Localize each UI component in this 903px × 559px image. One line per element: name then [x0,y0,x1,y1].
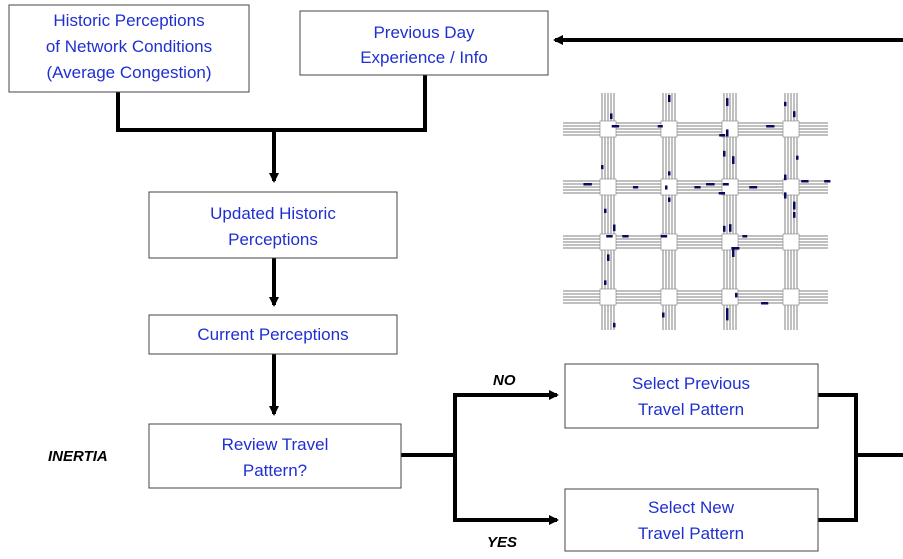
vehicle-mark [662,312,665,318]
intersection-node [782,288,800,306]
vehicle-mark [732,249,735,257]
node-updated-line-2: Perceptions [228,230,318,249]
vehicle-mark [632,186,639,189]
node-select-new-line-1: Select New [648,498,735,517]
label-inertia: INERTIA [48,448,108,465]
node-historic-perceptions: Historic Perceptions of Network Conditio… [8,4,250,93]
node-select-new-line-2: Travel Pattern [638,524,744,543]
vehicle-mark [722,183,729,186]
vehicle-mark [604,208,607,213]
label-yes: YES [487,534,517,551]
node-previous-day: Previous Day Experience / Info [299,10,549,76]
node-previous-day-line-1: Previous Day [373,23,475,42]
vehicle-mark [784,101,787,107]
vehicle-mark [731,247,740,250]
vehicle-mark [793,111,796,118]
vehicle-mark [793,212,796,218]
vehicle-mark [784,192,787,199]
vehicle-mark [732,156,735,165]
vehicle-mark [723,150,726,157]
node-select-previous: Select Previous Travel Pattern [564,363,819,429]
vehicle-mark [668,171,671,176]
vehicle-mark [665,185,668,190]
node-historic-line-1: Historic Perceptions [53,11,204,30]
vehicle-mark [668,197,671,202]
vehicle-mark [766,125,775,128]
vehicle-mark [742,235,748,238]
vehicle-mark [801,180,809,183]
vehicle-mark [726,308,729,315]
vehicle-mark [601,165,604,170]
vehicle-mark [719,134,726,137]
intersection-node [660,233,678,251]
vehicle-mark [607,254,610,261]
intersection-node [599,233,617,251]
vehicle-mark [793,201,796,210]
vehicle-mark [668,95,671,103]
intersection-node [782,233,800,251]
node-updated-line-1: Updated Historic [210,204,336,223]
node-review-travel-pattern: Review Travel Pattern? [148,423,402,489]
vehicle-mark [657,125,663,128]
vehicle-mark [735,292,738,298]
intersection-node [599,288,617,306]
node-select-new: Select New Travel Pattern [564,488,819,552]
vehicle-mark [694,186,701,189]
vehicle-mark [613,322,616,328]
node-updated-historic: Updated Historic Perceptions [148,191,398,259]
label-no: NO [493,372,516,389]
road-grid-network-illustration [563,93,831,330]
node-current-perceptions: Current Perceptions [148,314,398,355]
vehicle-mark [706,183,715,186]
vehicle-mark [824,180,831,183]
intersection-node [721,288,739,306]
vehicle-mark [723,225,726,232]
node-select-previous-line-2: Travel Pattern [638,400,744,419]
connectors [116,35,903,525]
vehicle-mark [606,235,613,238]
node-historic-line-2: of Network Conditions [46,37,212,56]
vehicle-mark [583,183,592,186]
node-review-line-2: Pattern? [243,461,307,480]
vehicle-mark [761,302,769,305]
node-select-previous-line-1: Select Previous [632,374,750,393]
vehicle-mark [604,280,607,285]
vehicle-mark [726,98,729,106]
intersection-node [782,178,800,196]
intersection-node [660,178,678,196]
intersection-node [660,288,678,306]
intersection-node [660,120,678,138]
vehicle-mark [660,235,668,238]
vehicle-mark [726,129,729,137]
intersection-node [599,120,617,138]
vehicle-mark [726,313,729,321]
vehicle-mark [796,155,799,160]
node-historic-line-3: (Average Congestion) [46,63,211,82]
intersection-node [721,233,739,251]
vehicle-mark [611,125,620,128]
node-previous-day-line-2: Experience / Info [360,48,488,67]
node-current-line-1: Current Perceptions [197,325,348,344]
vehicle-mark [613,224,616,232]
intersection-node [599,178,617,196]
node-review-line-1: Review Travel [222,435,329,454]
intersection-node [782,120,800,138]
vehicle-mark [718,192,726,195]
vehicle-mark [610,113,613,120]
vehicle-mark [784,174,787,181]
vehicle-mark [622,235,629,238]
vehicle-mark [729,224,732,232]
vehicle-mark [749,186,758,189]
